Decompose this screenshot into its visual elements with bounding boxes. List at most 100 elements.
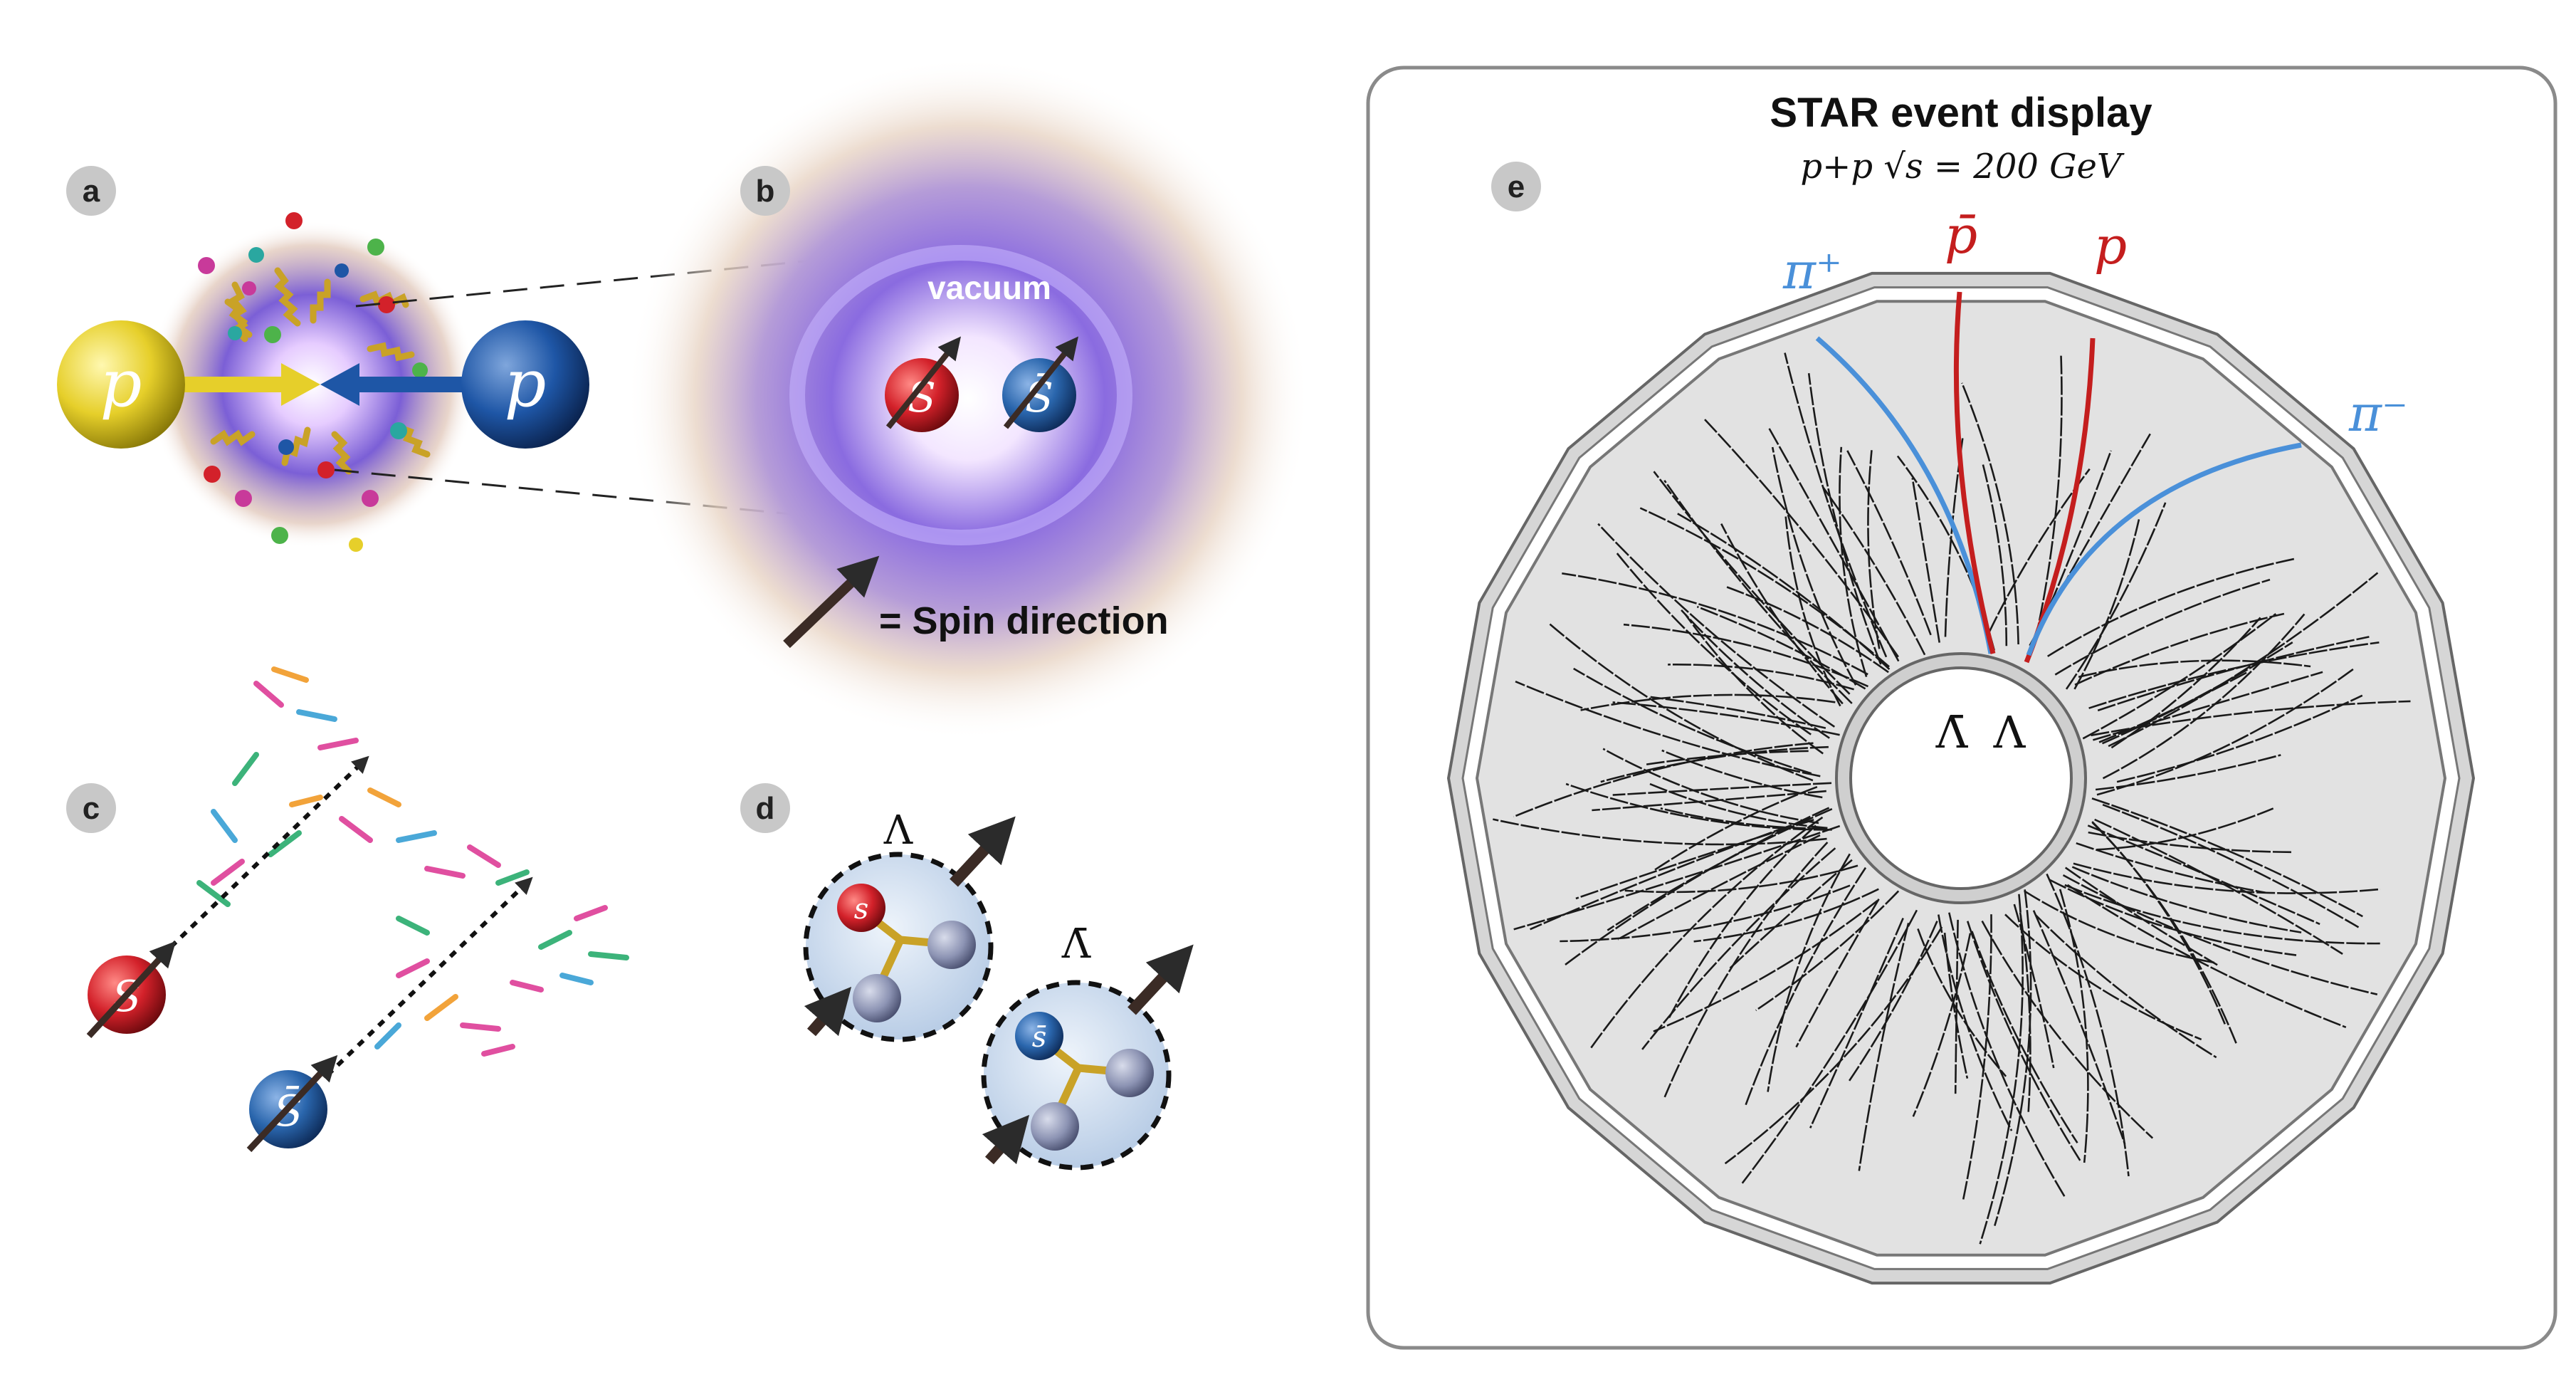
background-track <box>1745 866 1867 1106</box>
background-track <box>1726 586 1889 674</box>
antilambda-light-quark-1 <box>1105 1049 1154 1097</box>
background-track <box>2054 578 2271 676</box>
fragment <box>396 958 430 978</box>
background-track <box>1771 446 1857 686</box>
lambda-label: Λ <box>883 807 913 854</box>
gluon-spring-icon <box>359 290 409 308</box>
proton-right <box>461 320 589 449</box>
background-track <box>1565 782 1832 831</box>
background-track <box>2019 912 2031 1112</box>
fragment <box>196 880 231 907</box>
background-track <box>1612 782 1832 796</box>
background-track <box>1515 681 1821 777</box>
background-track <box>2065 502 2167 690</box>
background-track <box>1966 921 2081 1161</box>
background-track <box>1784 516 1841 707</box>
panel-c-label: c <box>83 791 100 826</box>
background-track <box>1592 790 1826 812</box>
background-track <box>2073 862 2381 894</box>
background-track <box>1612 701 1840 736</box>
background-track <box>1704 419 1899 658</box>
background-track <box>1971 931 2078 1143</box>
background-track <box>1724 926 1943 1165</box>
fragment <box>481 1044 515 1057</box>
spin-arrow-icon <box>86 941 177 1039</box>
background-track <box>1602 748 1819 824</box>
gluon-spring-icon <box>310 278 331 324</box>
panel-b: b vacuum S S̄ = Spin direction <box>626 57 1310 740</box>
background-track <box>2101 641 2293 745</box>
vacuum-label: vacuum <box>927 269 1051 306</box>
quark-sphere-icon <box>198 257 215 274</box>
background-track <box>2076 842 2266 894</box>
fragment <box>538 930 572 950</box>
background-track <box>1867 450 1881 649</box>
background-track <box>2071 866 2302 933</box>
lambda-light-quark-1 <box>927 921 976 969</box>
fragment <box>374 1022 401 1049</box>
background-track <box>2074 612 2285 686</box>
background-track <box>1807 373 1882 665</box>
background-track <box>1663 842 1829 1098</box>
background-track <box>2066 884 2347 1029</box>
background-track <box>1954 919 1959 1094</box>
fragment <box>495 869 530 886</box>
jet-fragments-s <box>196 666 530 907</box>
lambda-light-quark-2 <box>853 974 901 1022</box>
spin-legend-label: = Spin direction <box>879 600 1169 642</box>
panel-b-label: b <box>756 174 775 209</box>
quark-sphere-icon <box>204 466 221 483</box>
gluon-spring-icon <box>331 431 352 475</box>
gluon-spring-icon <box>224 298 253 338</box>
background-track <box>1693 888 1879 943</box>
fragment <box>588 951 629 960</box>
background-track <box>2064 866 2218 966</box>
fragment <box>396 830 437 843</box>
fragment <box>339 816 373 843</box>
background-track <box>1849 921 1938 1082</box>
fragment <box>396 916 430 936</box>
track-pbar <box>1953 291 1996 654</box>
background-track <box>1858 922 1910 1171</box>
proton-left-label: p <box>100 345 142 422</box>
quark-sphere-icon <box>367 239 384 256</box>
fragment <box>289 795 323 807</box>
background-track <box>1917 928 2007 1077</box>
background-track <box>1653 471 1851 695</box>
fragment <box>559 973 594 985</box>
background-track <box>2073 519 2140 690</box>
background-track <box>1994 889 2032 1226</box>
background-track <box>1822 486 1926 656</box>
label-pi-minus: π⁻ <box>2348 384 2408 443</box>
antilambda-light-quark-2 <box>1031 1102 1079 1151</box>
background-track <box>1982 464 2008 646</box>
background-track <box>1641 847 1836 1050</box>
background-track <box>1493 818 1827 846</box>
spin-arrow-icon <box>804 986 852 1037</box>
gluon-spring-icon <box>274 267 301 327</box>
vacuum-ring <box>789 245 1132 545</box>
panel-e: e STAR event display p+p √s = 200 GeV π⁺… <box>1366 66 2557 1350</box>
quark-sphere-icon <box>390 422 407 439</box>
background-track <box>2096 667 2355 796</box>
background-track <box>1948 912 2066 1198</box>
panel-e-label-bg <box>1491 162 1541 211</box>
quark-sphere-icon <box>317 461 335 478</box>
background-track <box>2013 904 2055 1069</box>
track-pi-minus <box>2026 442 2302 656</box>
background-track <box>2004 913 2202 1041</box>
background-track <box>2059 889 2089 1163</box>
background-track <box>1755 890 1900 1012</box>
quark-sphere-icon <box>349 538 363 552</box>
quark-sphere-icon <box>412 362 428 378</box>
lambda-s-quark-label: s <box>854 893 869 926</box>
background-track <box>1573 667 1812 775</box>
background-track <box>1741 909 1918 1184</box>
panel-a-label: a <box>83 174 100 209</box>
background-track <box>2095 754 2281 791</box>
quark-sphere-icon <box>248 247 264 263</box>
background-track <box>2116 694 2363 783</box>
background-track <box>1961 382 2019 645</box>
background-track <box>2091 797 2363 918</box>
